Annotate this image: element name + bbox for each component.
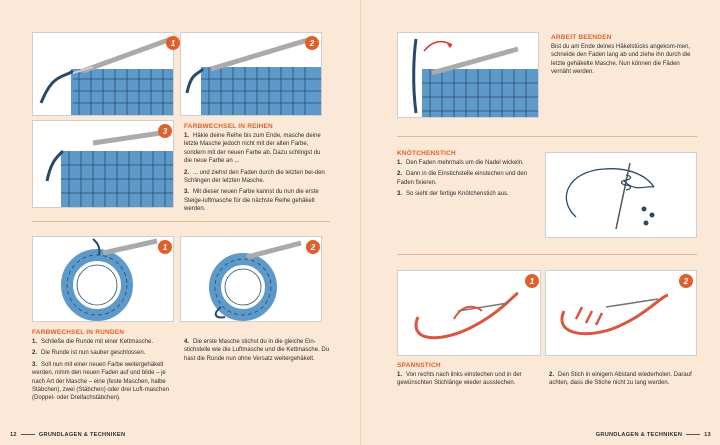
step-1: 1.Den Faden mehrmals um die Nadel wickel… — [397, 160, 524, 166]
step-2: 2.... und ziehst den Faden durch die let… — [184, 169, 325, 185]
crochet-rows-illustration — [45, 130, 173, 207]
satin-stitch-steps-left: 1.Von rechts nach links einstechen und i… — [397, 371, 537, 391]
satin-badge-2: 2 — [679, 274, 693, 288]
round-badge-1: 1 — [158, 240, 172, 254]
footer-label: GRUNDLAGEN & TECHNIKEN — [38, 432, 126, 438]
section-heading-french-knot: KNÖTCHENSTICH — [397, 150, 456, 157]
section-heading-row-change: FARBWECHSEL IN REIHEN — [184, 123, 273, 130]
step-badge-3: 3 — [158, 124, 172, 138]
illustration-finish-work — [397, 32, 539, 118]
satin-badge-1: 1 — [525, 274, 539, 288]
section-divider — [32, 221, 330, 222]
page-footer-left: 12 GRUNDLAGEN & TECHNIKEN — [10, 432, 125, 438]
satin-stitch-illustration — [560, 293, 669, 336]
crochet-round-illustration — [209, 240, 302, 321]
finish-work-illustration — [412, 38, 538, 117]
step-4: 4.Die erste Masche stichst du in die gle… — [184, 339, 330, 362]
right-page: ARBEIT BEENDEN Bist du am Ende deines Hä… — [360, 0, 720, 445]
crochet-round-illustration — [61, 238, 158, 321]
step-1: 1.Von rechts nach links einstechen und i… — [397, 372, 522, 387]
illustration-row-change-1 — [32, 32, 174, 116]
step-1: 1.Schließe die Runde mit einer Kettmasch… — [32, 339, 154, 345]
page-number: 13 — [704, 432, 711, 438]
step-2: 2.Den Stich in einigem Abstand wiederhol… — [549, 372, 692, 387]
step-2: 2.Dann in die Einstichstelle einstechen … — [397, 171, 528, 186]
step-3: 3.So sieht der fertige Knötchenstich aus… — [397, 191, 509, 198]
french-knot-illustration — [565, 162, 655, 230]
page-number: 12 — [10, 432, 17, 438]
page-footer-right: GRUNDLAGEN & TECHNIKEN 13 — [596, 432, 711, 438]
satin-stitch-steps-right: 2.Den Stich in einigem Abstand wiederhol… — [549, 371, 695, 391]
crochet-rows-illustration — [39, 36, 173, 115]
section-divider — [397, 254, 697, 255]
illustration-row-change-3 — [32, 120, 174, 208]
round-badge-2: 2 — [306, 240, 320, 254]
step-3: 3.Mit dieser neuen Farbe kannst du nun d… — [184, 189, 319, 213]
round-change-steps-left: 1.Schließe die Runde mit einer Kettmasch… — [32, 338, 172, 406]
step-2: 2.Die Runde ist nun sauber geschlossen. — [32, 350, 146, 357]
section-heading-satin-stitch: SPANNSTICH — [397, 362, 441, 369]
french-knot-steps: 1.Den Faden mehrmals um die Nadel wickel… — [397, 159, 537, 202]
illustration-row-change-2 — [180, 32, 322, 116]
round-change-steps-right: 4.Die erste Masche stichst du in die gle… — [184, 338, 330, 366]
step-badge-1: 1 — [166, 36, 180, 50]
left-page: 1 2 3 FARBWECHSEL IN REIHEN 1.Häkle d — [10, 32, 330, 438]
illustration-french-knot — [545, 152, 697, 238]
illustration-satin-stitch-1 — [397, 270, 541, 356]
illustration-satin-stitch-2 — [545, 270, 697, 356]
finish-work-text: Bist du am Ende deines Häkelstücks angek… — [551, 44, 691, 76]
step-1: 1.Häkle deine Reihe bis zum Ende, masche… — [184, 133, 321, 165]
step-3: 3.Soll nun mit einer neuen Farbe weiterg… — [32, 361, 170, 402]
crochet-rows-illustration — [185, 36, 321, 115]
illustration-round-change-2 — [180, 236, 322, 322]
row-change-steps: 1.Häkle deine Reihe bis zum Ende, masche… — [184, 132, 330, 217]
section-divider — [397, 136, 697, 137]
step-badge-2: 2 — [305, 36, 319, 50]
section-heading-round-change: FARBWECHSEL IN RUNDEN — [32, 329, 125, 336]
footer-label: GRUNDLAGEN & TECHNIKEN — [595, 432, 683, 438]
illustration-round-change-1 — [32, 236, 174, 322]
section-heading-finish-work: ARBEIT BEENDEN — [551, 34, 612, 41]
satin-stitch-illustration — [414, 291, 519, 340]
